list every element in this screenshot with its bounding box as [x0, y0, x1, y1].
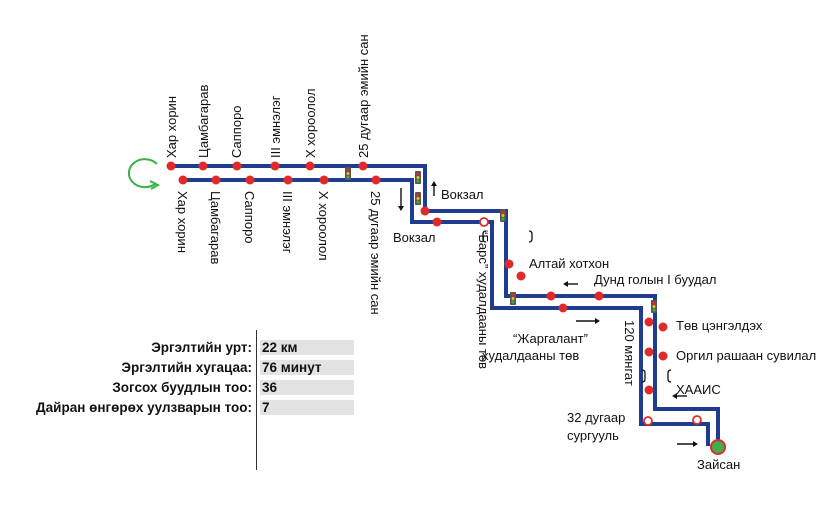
jargalant-label: “Жаргалант” — [513, 331, 588, 346]
top-stop-label: X хороолол — [303, 88, 318, 158]
vokzal-down-label: Вокзал — [393, 230, 436, 245]
stat-value: 76 минут — [260, 360, 354, 375]
bottom-stop-label: Цамбагарав — [208, 191, 223, 264]
bracket-marks — [482, 230, 672, 383]
stat-label: Эргэлтийн хугацаа: — [121, 360, 252, 375]
altai-label: Алтай хотхон — [529, 256, 609, 271]
school-label-2: сургууль — [567, 428, 619, 443]
stats-divider — [256, 330, 257, 470]
bars-label: “Барс” худалдааны төв — [476, 230, 491, 369]
route-stats: Эргэлтийн урт: 22 км Эргэлтийн хугацаа: … — [0, 338, 360, 418]
stat-label: Зогсох буудлын тоо: — [112, 380, 252, 395]
bottom-stop-labels: Хар хорин Цамбагарав Саппоро III эмнэлэг… — [175, 191, 383, 315]
loop-arrow-icon — [127, 158, 161, 190]
stats-row: Эргэлтийн хугацаа: 76 минут — [0, 358, 360, 378]
orgil-label: Оргил рашаан сувилал — [676, 348, 816, 363]
zaisan-label: Зайсан — [697, 457, 740, 472]
stats-row: Эргэлтийн урт: 22 км — [0, 338, 360, 358]
top-stop-label: Хар хорин — [164, 96, 179, 158]
route-stop-markers — [420, 206, 668, 395]
traffic-light-icon — [345, 167, 657, 313]
tov-tsengeldeh-label: Төв цэнгэлдэх — [676, 318, 763, 333]
bottom-stop-markers — [178, 175, 381, 185]
school-label: 32 дугаар — [567, 410, 625, 425]
route-labels: Вокзал Вокзал “Барс” худалдааны төв Алта… — [393, 187, 816, 472]
route-line — [168, 164, 720, 446]
top-stop-label: III эмнэлэг — [268, 95, 283, 158]
stat-label: Дайран өнгөрөх уулзварын тоо: — [36, 400, 252, 415]
bottom-stop-label: Саппоро — [242, 191, 257, 244]
jargalant-label-2: худалдааны төв — [482, 348, 579, 363]
direction-arrow-icon — [398, 181, 698, 447]
stats-row: Дайран өнгөрөх уулзварын тоо: 7 — [0, 398, 360, 418]
bottom-stop-label: Хар хорин — [175, 191, 190, 253]
terminal-marker — [710, 439, 726, 455]
dund-gol-label: Дунд голын I буудал — [594, 272, 716, 287]
top-stop-markers — [166, 161, 368, 171]
top-stop-label: Саппоро — [229, 105, 244, 158]
bottom-stop-label: 25 дугаар эмийн сан — [368, 191, 383, 315]
bottom-stop-label: III эмнэлэг — [280, 191, 295, 254]
haais-label: ХААИС — [676, 382, 721, 397]
vokzal-up-label: Вокзал — [441, 187, 484, 202]
top-stop-label: 25 дугаар эмийн сан — [356, 34, 371, 158]
stat-value: 7 — [260, 400, 354, 415]
bottom-stop-label: X хороолол — [316, 191, 331, 261]
stat-label: Эргэлтийн урт: — [151, 340, 252, 355]
stat-value: 22 км — [260, 340, 354, 355]
stat-value: 36 — [260, 380, 354, 395]
stats-row: Зогсох буудлын тоо: 36 — [0, 378, 360, 398]
open-stop-markers — [479, 217, 702, 426]
top-stop-label: Цамбагарав — [196, 85, 211, 158]
minutes-120-label: 120 мянгат — [622, 320, 637, 386]
top-stop-labels: Хар хорин Цамбагарав Саппоро III эмнэлэг… — [164, 34, 371, 158]
